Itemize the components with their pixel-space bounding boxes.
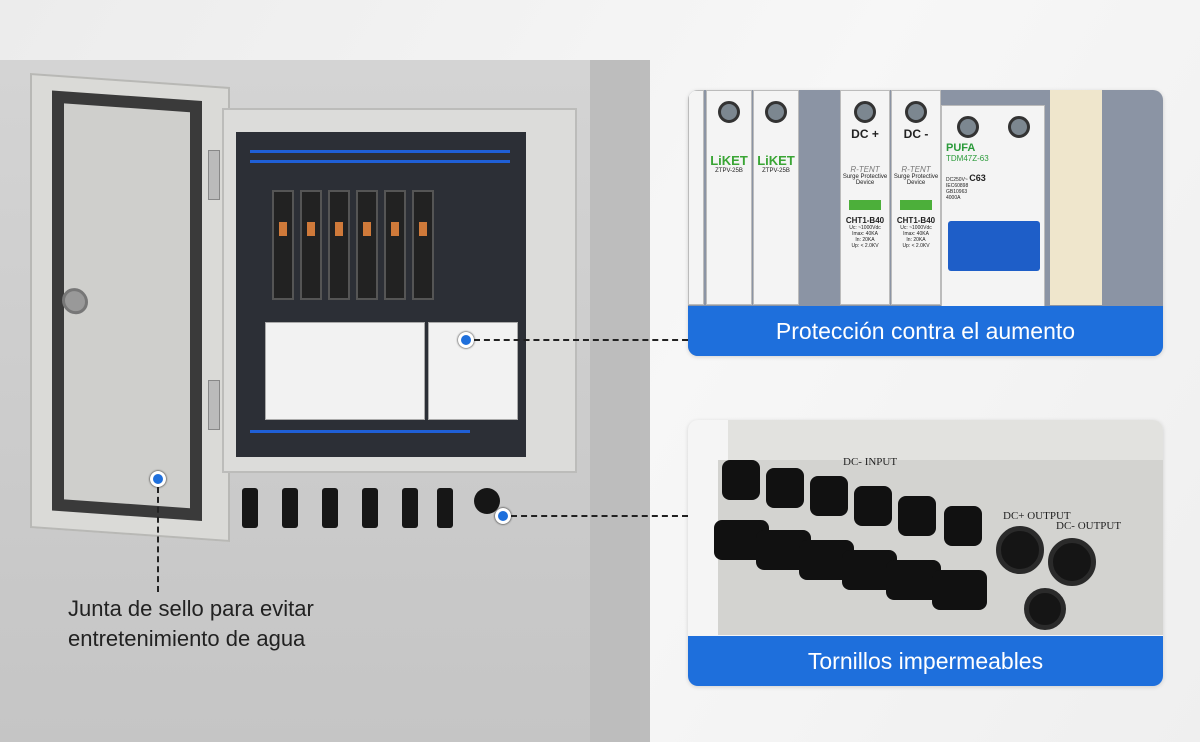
enclosure-lid	[728, 420, 1163, 460]
fuse-module	[688, 90, 704, 305]
callout-dot-gland	[495, 508, 511, 524]
enclosure-edge	[1050, 90, 1102, 305]
cable-gland	[474, 488, 500, 514]
circuit-breaker: PUFA TDM47Z-63 DC250V~ C63 IEC60898 GB10…	[941, 105, 1045, 320]
mc4-female-connector	[932, 570, 987, 610]
mc4-male-connector	[854, 486, 892, 526]
spd-negative: DC - R-TENT Surge Protective Device CHT1…	[891, 90, 941, 305]
spd-spec: Up: < 2.0KV	[851, 243, 879, 249]
fuse-brand: LiKET	[757, 153, 795, 168]
callout-line-gasket	[157, 487, 159, 592]
spd-spec: Imax: 40KA	[852, 231, 878, 237]
gasket-callout-line1: Junta de sello para evitar	[68, 596, 314, 621]
callout-line-surge	[474, 339, 688, 341]
spd-positive: DC + R-TENT Surge Protective Device CHT1…	[840, 90, 890, 305]
mc4-connector	[242, 488, 258, 528]
mc4-male-connector	[810, 476, 848, 516]
cable-gland-ground	[1024, 588, 1066, 630]
spd-brand: R-TENT	[850, 165, 880, 174]
fuse-holder	[328, 190, 350, 300]
cable-gland-pos	[996, 526, 1044, 574]
spd-spec: Up: < 2.0KV	[902, 243, 930, 249]
wire	[250, 160, 510, 163]
spd-pos-label: DC +	[851, 127, 879, 141]
breaker-spec: 4000A	[946, 195, 961, 201]
fuse-model: ZTPV-25B	[715, 168, 743, 174]
mc4-male-connector	[766, 468, 804, 508]
spd-brand: R-TENT	[901, 165, 931, 174]
fuse-brand: LiKET	[710, 153, 748, 168]
wire	[250, 150, 510, 153]
spd-indicator	[849, 200, 881, 210]
spd-spec: Imax: 40KA	[903, 231, 929, 237]
mc4-connector	[362, 488, 378, 528]
waterproof-caption: Tornillos impermeables	[688, 636, 1163, 686]
mc4-male-connector	[944, 506, 982, 546]
mc4-male-connector	[898, 496, 936, 536]
gasket-callout-line2: entretenimiento de agua	[68, 626, 306, 651]
cable-gland-neg	[1048, 538, 1096, 586]
spd-model: CHT1-B40	[896, 216, 936, 225]
breaker-spec: GB10963	[946, 189, 968, 195]
fuse-model: ZTPV-25B	[762, 168, 790, 174]
spd-spec: In: 20KA	[906, 237, 926, 243]
breaker-brand: PUFA	[946, 142, 976, 154]
spd-desc: Surge Protective Device	[842, 174, 888, 186]
spd-neg-label: DC -	[903, 127, 929, 141]
fuse-modules	[265, 322, 425, 420]
callout-dot-surge	[458, 332, 474, 348]
mc4-connector	[282, 488, 298, 528]
callout-line-gland	[511, 515, 688, 517]
mc4-connector	[437, 488, 453, 528]
gasket-callout: Junta de sello para evitar entretenimien…	[68, 594, 314, 654]
spd-indicator	[900, 200, 932, 210]
mc4-male-connector	[722, 460, 760, 500]
surge-caption: Protección contra el aumento	[688, 306, 1163, 356]
mc4-female-connector	[886, 560, 941, 600]
spd-spec: Uc: ~1000Vdc	[900, 225, 932, 231]
connector-panel: DC- INPUT DC+ OUTPUT DC- OUTPUT Tornillo…	[688, 420, 1163, 686]
fuse-holder	[384, 190, 406, 300]
hinge	[208, 150, 220, 200]
callout-dot-gasket	[150, 471, 166, 487]
wall-side	[590, 60, 650, 742]
spd-desc: Surge Protective Device	[893, 174, 939, 186]
breaker-model: TDM47Z-63	[946, 154, 989, 163]
breaker-rating: C63	[969, 173, 986, 183]
input-label: DC- INPUT	[843, 456, 898, 468]
breaker-spec: DC250V~	[946, 177, 968, 183]
spd-model: CHT1-B40	[845, 216, 885, 225]
enclosure-door	[30, 73, 230, 542]
hinge	[208, 380, 220, 430]
fuse-holder	[300, 190, 322, 300]
pos-output-label: DC+ OUTPUT	[1003, 510, 1071, 522]
fuse-holder	[272, 190, 294, 300]
spd-spec: Uc: ~1000Vdc	[849, 225, 881, 231]
fuse-holder	[412, 190, 434, 300]
spd-spec: In: 20KA	[855, 237, 875, 243]
breaker-toggle	[948, 221, 1040, 271]
neg-output-label: DC- OUTPUT	[1056, 520, 1122, 532]
mc4-connector	[402, 488, 418, 528]
wire	[250, 430, 470, 433]
fuse-holder	[356, 190, 378, 300]
breaker-spec: IEC60898	[946, 183, 969, 189]
mc4-connector	[322, 488, 338, 528]
